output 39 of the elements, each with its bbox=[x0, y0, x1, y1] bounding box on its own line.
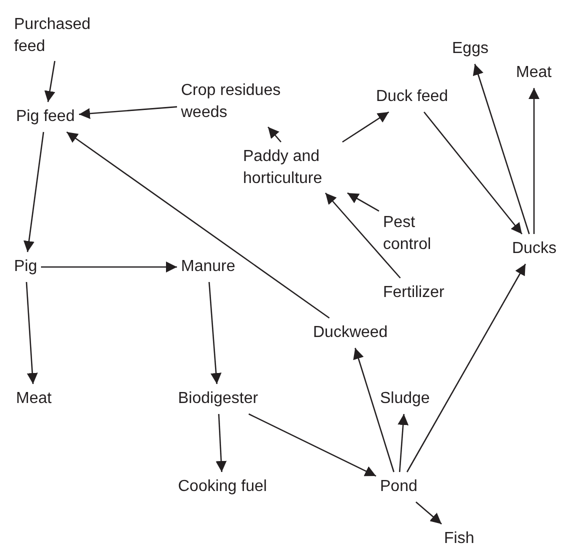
arrow bbox=[44, 60, 56, 102]
node-label: Meat bbox=[16, 388, 52, 410]
node-label: Pest control bbox=[383, 212, 453, 256]
arrow bbox=[324, 192, 401, 278]
node-label: Pond bbox=[380, 476, 418, 498]
node-label: Meat bbox=[516, 62, 552, 84]
arrow bbox=[208, 282, 222, 384]
node-label: Duck feed bbox=[376, 86, 448, 108]
node-label: Sludge bbox=[380, 388, 430, 410]
arrow bbox=[406, 264, 526, 472]
arrow bbox=[342, 111, 390, 143]
arrow bbox=[268, 126, 282, 142]
node-label: Purchased feed bbox=[14, 14, 104, 58]
node-label: Cooking fuel bbox=[178, 476, 267, 498]
arrow bbox=[216, 414, 227, 472]
node-label: Ducks bbox=[512, 238, 556, 260]
arrow bbox=[347, 192, 380, 212]
node-label: Biodigester bbox=[178, 388, 258, 410]
arrow bbox=[472, 64, 530, 234]
arrow bbox=[424, 112, 522, 234]
node-label: Manure bbox=[181, 256, 236, 278]
arrow bbox=[41, 262, 177, 272]
node-label: Paddy and horticulture bbox=[243, 146, 363, 190]
arrow bbox=[248, 413, 376, 477]
node-label: Pig bbox=[14, 256, 38, 278]
node-label: Crop residues weeds bbox=[181, 80, 311, 124]
arrow bbox=[66, 131, 330, 319]
arrow bbox=[353, 348, 394, 472]
arrow bbox=[416, 502, 442, 524]
node-label: Pig feed bbox=[16, 106, 75, 128]
arrow bbox=[24, 132, 44, 252]
node-label: Fertilizer bbox=[383, 282, 444, 304]
arrow bbox=[528, 88, 540, 234]
arrow bbox=[78, 106, 178, 120]
node-label: Duckweed bbox=[313, 322, 388, 344]
arrow bbox=[26, 282, 38, 384]
node-label: Eggs bbox=[452, 38, 488, 60]
node-label: Fish bbox=[444, 528, 474, 550]
arrow bbox=[398, 414, 409, 472]
